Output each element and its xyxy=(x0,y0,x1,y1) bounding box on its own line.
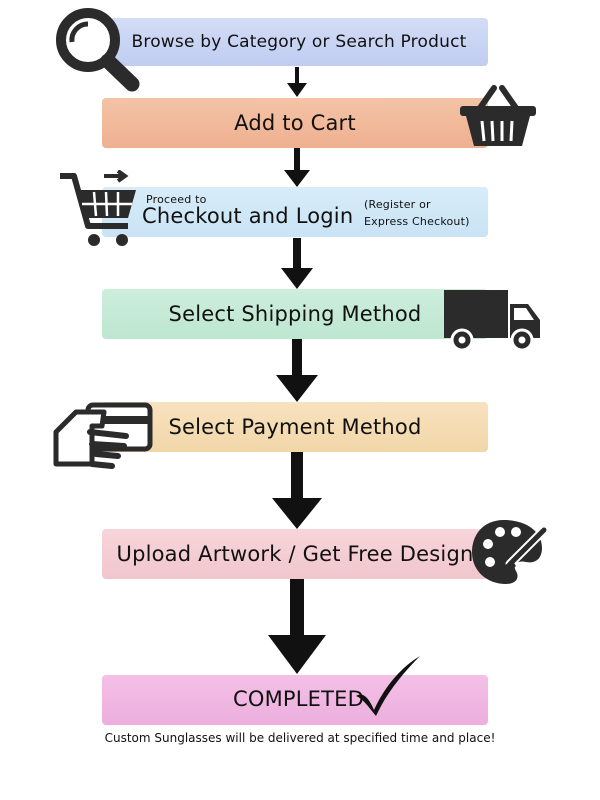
arrow-5 xyxy=(272,452,322,529)
checkout-note: (Register or Express Checkout) xyxy=(364,196,470,230)
arrow-3 xyxy=(281,238,313,289)
truck-icon xyxy=(444,290,540,352)
completed-label: COMPLETED xyxy=(233,687,365,711)
arrow-2 xyxy=(284,148,310,187)
checkmark-icon xyxy=(356,656,420,716)
delivery-note: Custom Sunglasses will be delivered at s… xyxy=(104,731,496,745)
arrow-1 xyxy=(287,67,307,97)
basket-icon xyxy=(460,85,536,146)
shipping-step-label: Select Shipping Method xyxy=(168,302,422,326)
browse-step: Browse by Category or Search Product xyxy=(110,18,488,66)
shopping-cart-icon xyxy=(60,170,136,246)
upload-step: Upload Artwork / Get Free Design xyxy=(102,529,488,579)
checkout-note-line2: Express Checkout) xyxy=(364,215,470,228)
checkout-prefix: Proceed to xyxy=(146,193,207,206)
payment-step: Select Payment Method xyxy=(102,402,488,452)
arrow-4 xyxy=(276,339,318,402)
completed-step: COMPLETED xyxy=(102,675,488,725)
arrow-6 xyxy=(268,579,326,674)
paint-palette-icon xyxy=(472,520,549,584)
checkout-label: Checkout and Login xyxy=(142,204,354,228)
shipping-step: Select Shipping Method xyxy=(102,289,488,339)
magnifier-icon xyxy=(56,8,140,92)
browse-step-label: Browse by Category or Search Product xyxy=(131,32,467,52)
payment-step-label: Select Payment Method xyxy=(168,415,422,439)
credit-card-icon xyxy=(53,402,153,469)
upload-step-label: Upload Artwork / Get Free Design xyxy=(116,542,474,566)
add-to-cart-step: Add to Cart xyxy=(102,98,488,148)
add-to-cart-label: Add to Cart xyxy=(234,111,356,135)
checkout-step: Proceed to Checkout and Login (Register … xyxy=(102,187,488,237)
checkout-note-line1: (Register or xyxy=(364,198,431,211)
